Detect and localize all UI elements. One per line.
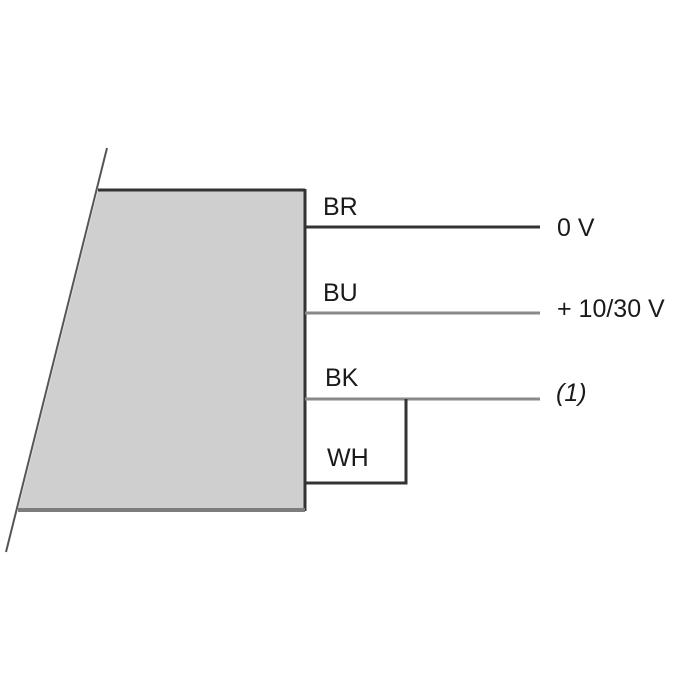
wire-br-terminal: 0 V: [557, 214, 595, 242]
wire-bk-code: BK: [325, 364, 359, 392]
sensor-housing-body: [18, 190, 305, 510]
wire-wh-code: WH: [327, 444, 369, 472]
wire-bu-code: BU: [323, 279, 358, 307]
wire-bu-terminal: + 10/30 V: [557, 295, 665, 323]
housing-cut-line: [5, 147, 108, 553]
wire-bk-terminal-note: (1): [556, 379, 587, 407]
wire-br-code: BR: [323, 193, 358, 221]
wire-wh-loop: [305, 399, 408, 485]
